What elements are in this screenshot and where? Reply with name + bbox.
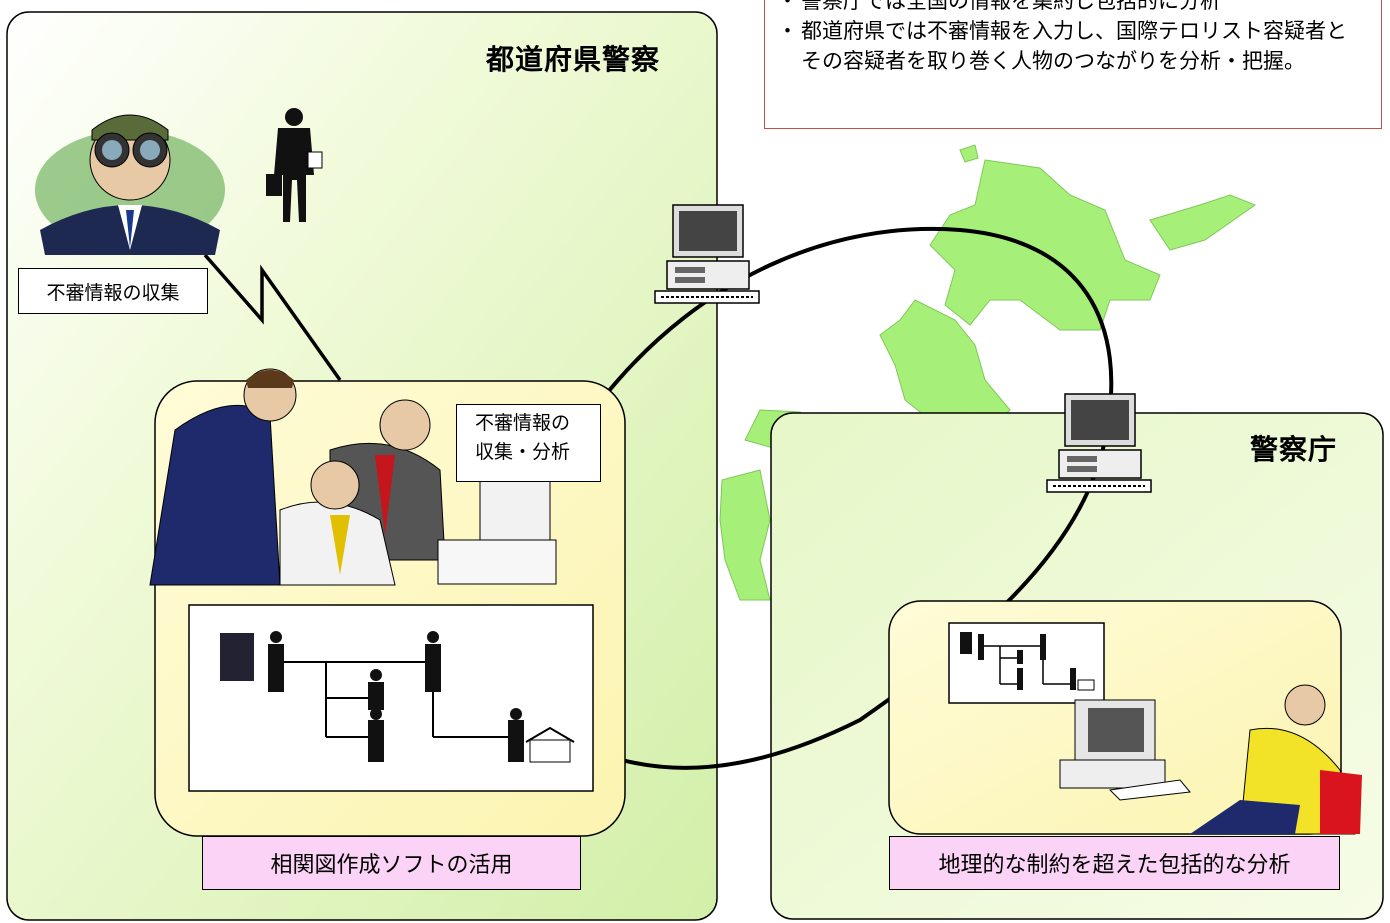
note-item: ・ 都道府県では不審情報を入力し、国際テロリスト容疑者とその容疑者を取り巻く人物…	[777, 16, 1363, 76]
left-footer-label: 相関図作成ソフトの活用	[202, 836, 581, 890]
bullet-marker: ・	[777, 19, 798, 43]
right-footer-label: 地理的な制約を超えた包括的な分析	[889, 836, 1340, 890]
note-text: 都道府県では不審情報を入力し、国際テロリスト容疑者とその容疑者を取り巻く人物のつ…	[801, 19, 1347, 73]
japan-map	[719, 144, 1257, 601]
collect-label: 不審情報の収集	[18, 268, 208, 314]
computer-icon-right	[1046, 393, 1152, 493]
bullet-marker: ・	[777, 0, 798, 13]
businessman-icon	[266, 108, 323, 222]
analyst-at-computer-icon	[1059, 684, 1362, 835]
analysis-callout: 不審情報の 収集・分析	[456, 404, 601, 482]
computer-icon-left	[654, 204, 760, 304]
callout-line: 収集・分析	[475, 441, 571, 463]
analysts-team-icon	[149, 368, 557, 586]
notes-box: ・ 警察庁では全国の情報を集約し包括的に分析 ・ 都道府県では不審情報を入力し、…	[764, 0, 1382, 129]
relationship-chart-left	[188, 604, 594, 792]
left-panel-title: 都道府県警察	[486, 43, 661, 76]
note-item: ・ 警察庁では全国の情報を集約し包括的に分析	[777, 0, 1363, 16]
right-panel-title: 警察庁	[1250, 433, 1338, 466]
note-text: 警察庁では全国の情報を集約し包括的に分析	[801, 0, 1221, 13]
callout-line: 不審情報の	[475, 412, 571, 434]
relationship-chart-right	[948, 622, 1105, 704]
lightning-connector	[203, 253, 342, 382]
binoculars-watcher-icon	[35, 114, 225, 255]
